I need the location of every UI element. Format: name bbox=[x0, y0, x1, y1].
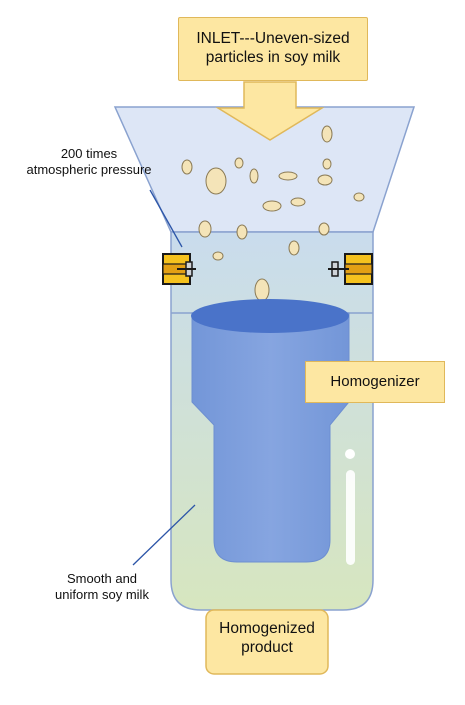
highlight-dot bbox=[345, 449, 355, 459]
particle bbox=[290, 197, 306, 207]
product-label-line1: Homogenized bbox=[219, 620, 315, 637]
particle bbox=[249, 168, 259, 184]
particle bbox=[212, 251, 224, 261]
inlet-arrow bbox=[215, 81, 325, 141]
particle bbox=[234, 157, 244, 169]
pressure-label-line2: atmospheric pressure bbox=[26, 161, 152, 177]
product-box-bg bbox=[205, 609, 329, 675]
inlet-label-line1: INLET---Uneven-sized bbox=[196, 30, 350, 48]
particle bbox=[353, 192, 365, 202]
product-label: Homogenized product bbox=[206, 620, 328, 658]
pressure-label: 200 times atmospheric pressure bbox=[10, 146, 168, 178]
particle bbox=[288, 240, 300, 256]
smooth-label: Smooth and uniform soy milk bbox=[38, 571, 166, 603]
inlet-label-line2: particles in soy milk bbox=[205, 49, 341, 66]
particle bbox=[262, 200, 282, 212]
particle bbox=[181, 159, 193, 175]
highlight-bar bbox=[346, 470, 355, 565]
homogenizer-body bbox=[191, 312, 350, 563]
particle bbox=[236, 224, 248, 240]
product-label-line2: product bbox=[241, 638, 293, 656]
pressure-leader-line bbox=[149, 189, 183, 248]
particle bbox=[318, 222, 330, 236]
homogenizer-label-box: Homogenizer bbox=[305, 361, 445, 403]
left-valve bbox=[162, 253, 196, 285]
smooth-label-line2: uniform soy milk bbox=[55, 586, 149, 602]
particle bbox=[198, 220, 212, 238]
particle bbox=[278, 171, 298, 181]
smooth-label-line1: Smooth and bbox=[66, 571, 138, 586]
particle bbox=[254, 278, 270, 302]
particle bbox=[205, 167, 227, 195]
homogenizer-rim bbox=[191, 299, 349, 333]
particles bbox=[181, 125, 365, 302]
homogenizer-label-text: Homogenizer bbox=[330, 372, 420, 390]
particle bbox=[322, 158, 332, 170]
right-valve bbox=[328, 253, 373, 285]
particle bbox=[321, 125, 333, 143]
inlet-label-text: INLET---Uneven-sized particles in soy mi… bbox=[196, 30, 349, 68]
smooth-leader-line bbox=[132, 504, 196, 566]
inlet-label-box: INLET---Uneven-sized particles in soy mi… bbox=[178, 17, 368, 81]
pressure-label-line1: 200 times bbox=[60, 146, 118, 161]
particle bbox=[317, 174, 333, 186]
